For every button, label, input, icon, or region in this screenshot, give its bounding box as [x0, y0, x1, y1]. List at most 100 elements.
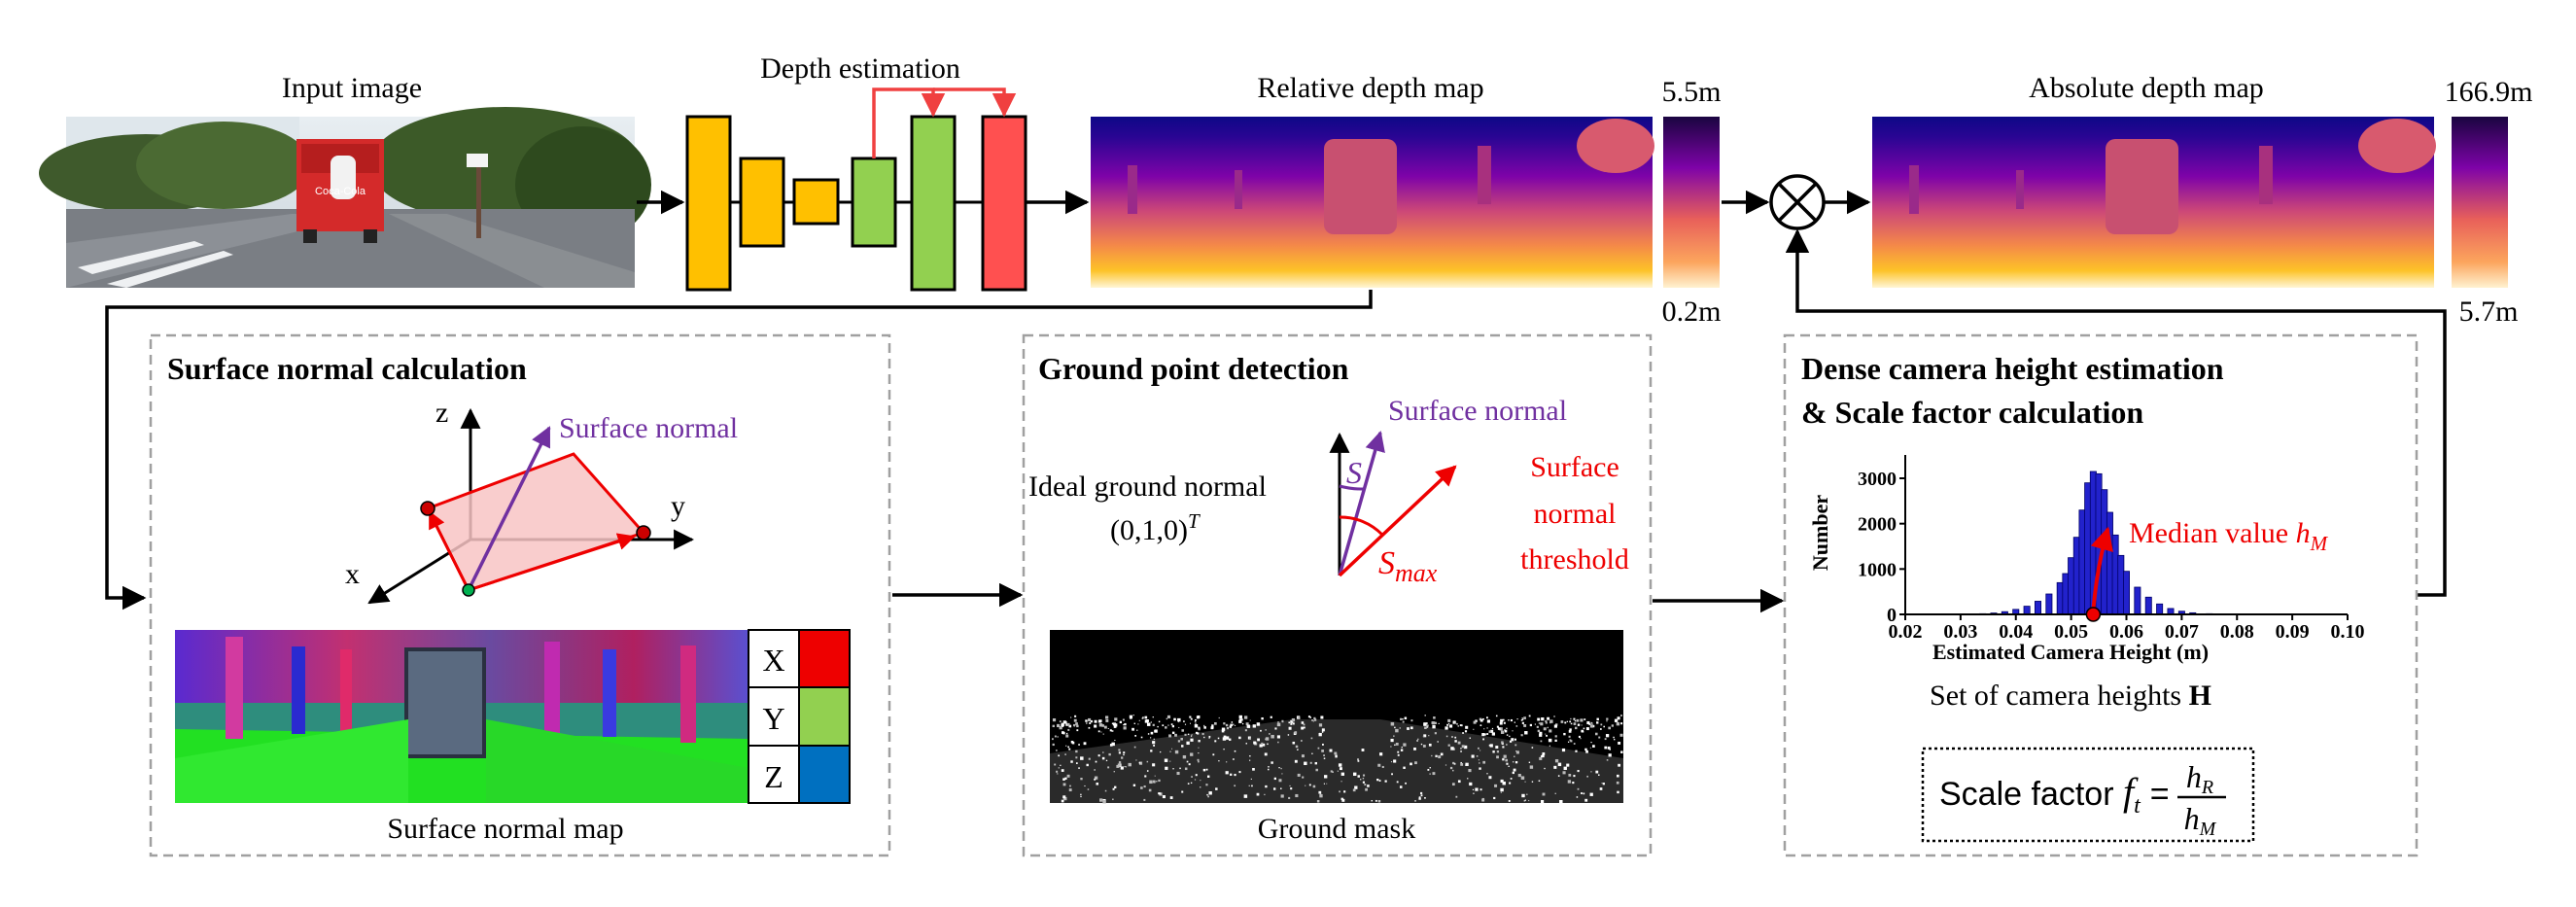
axis-z-label: z	[435, 397, 448, 429]
camera-height-title-line2: & Scale factor calculation	[1801, 395, 2143, 430]
hist-x-tick-label: 0.08	[2220, 621, 2254, 643]
median-marker	[2085, 607, 2102, 622]
legend-y-swatch	[800, 688, 849, 745]
scale-factor-box	[1921, 747, 2255, 843]
axis-x-label: x	[345, 558, 360, 590]
camera-heights-set-label: Set of camera heights H	[1930, 680, 2211, 712]
hist-x-tick-label: 0.05	[2054, 621, 2088, 643]
scale-factor-denominator: hM	[2184, 801, 2217, 840]
hist-y-tick-label: 3000	[1858, 469, 1897, 490]
hist-bar	[2122, 571, 2130, 615]
absolute-depth-colorbar	[2452, 117, 2508, 288]
skip-connection-2	[933, 87, 1017, 118]
decoder-block-1	[851, 157, 897, 248]
hist-y-tick-label: 2000	[1858, 514, 1897, 536]
hist-bar	[2106, 511, 2113, 615]
hist-bar	[2034, 601, 2041, 615]
hist-bar	[2144, 596, 2152, 615]
decoder-block-2	[910, 115, 957, 292]
encoder-block-1	[685, 115, 732, 292]
median-arrow	[2090, 526, 2113, 611]
depth-estimation-label: Depth estimation	[760, 52, 960, 85]
absolute-depth-min: 5.7m	[2459, 296, 2519, 328]
scale-factor-label: Scale factor ft=	[1939, 770, 2170, 819]
ground-point-panel	[1022, 333, 1653, 857]
threshold-line2: normal	[1534, 498, 1617, 530]
median-label: Median value hM	[2129, 517, 2329, 555]
input-image: Coca-Cola	[39, 107, 651, 288]
smax-angle-label: Smax	[1378, 545, 1438, 587]
legend-z-swatch	[800, 747, 849, 802]
hist-bar	[2056, 581, 2064, 615]
ideal-normal-vector: (0,1,0)T	[1110, 509, 1201, 546]
threshold-line1: Surface	[1530, 451, 1619, 483]
truck-sign: Coca-Cola	[315, 186, 366, 197]
hist-xlabel: Estimated Camera Height (m)	[1932, 640, 2209, 664]
hist-x-tick-label: 0.06	[2109, 621, 2143, 643]
scale-factor-numerator: hR	[2186, 759, 2213, 798]
surface-normal-label: Surface normal	[559, 412, 738, 444]
relative-depth-max: 5.5m	[1662, 76, 1722, 108]
hist-bar	[2072, 537, 2080, 615]
surface-normal-panel	[149, 333, 891, 857]
encoder-block-3	[792, 178, 840, 226]
legend-y-label: Y	[762, 701, 784, 736]
hist-bar	[2084, 482, 2092, 615]
surface-normal-map-label: Surface normal map	[387, 813, 623, 845]
angle-illustration	[1329, 430, 1457, 577]
multiply-operator	[1769, 174, 1826, 230]
normal-legend: X Y Z	[748, 629, 851, 804]
hist-bar	[2078, 509, 2086, 615]
arrow-relative-to-normal-panel	[105, 290, 1373, 610]
encoder-block-2	[739, 157, 785, 248]
ground-mask-label: Ground mask	[1258, 813, 1415, 845]
hist-bar	[2156, 603, 2164, 615]
hist-bar	[2068, 557, 2075, 615]
hist-x-tick-label: 0.10	[2331, 621, 2365, 643]
relative-depth-colorbar	[1663, 117, 1720, 288]
surface-normal-vector	[467, 426, 551, 591]
hist-bar	[2062, 573, 2070, 615]
absolute-depth-max: 166.9m	[2445, 76, 2533, 108]
relative-depth-min: 0.2m	[1662, 296, 1722, 328]
axis-y-label: y	[671, 490, 685, 522]
absolute-depth-map	[1872, 117, 2436, 288]
hist-bar	[2111, 534, 2119, 615]
ground-normal-label: Surface normal	[1388, 395, 1567, 427]
ideal-normal-label: Ideal ground normal	[1028, 471, 1267, 503]
legend-z-label: Z	[764, 759, 783, 794]
s-angle-label: S	[1346, 455, 1362, 490]
hist-x-tick-label: 0.09	[2276, 621, 2310, 643]
hist-x-tick-label: 0.07	[2165, 621, 2199, 643]
ground-mask-image	[1050, 630, 1623, 804]
histogram-chart: 0.02 0.03 0.04 0.05 0.06 0.07 0.08 0.09 0.10 0 100…	[1808, 455, 2365, 664]
surface-normal-map	[175, 630, 748, 803]
surface-normal-title: Surface normal calculation	[167, 351, 527, 386]
depth-network	[685, 87, 1027, 292]
hist-x-tick-label: 0.04	[1999, 621, 2033, 643]
legend-x-swatch	[800, 631, 849, 686]
axes-illustration	[367, 407, 695, 605]
ground-point-title: Ground point detection	[1038, 351, 1349, 386]
camera-height-title-line1: Dense camera height estimation	[1801, 351, 2224, 386]
hist-bar	[2117, 554, 2125, 615]
hist-ylabel: Number	[1808, 495, 1832, 571]
camera-height-panel	[1783, 333, 2419, 857]
absolute-depth-label: Absolute depth map	[2029, 72, 2264, 104]
relative-depth-map	[1091, 117, 1654, 288]
threshold-line3: threshold	[1520, 543, 1629, 576]
hist-bar	[2023, 606, 2031, 615]
relative-depth-label: Relative depth map	[1257, 72, 1483, 104]
arrow-scale-to-multiply	[1785, 228, 2447, 597]
decoder-block-3	[981, 115, 1027, 292]
hist-bar	[2045, 593, 2053, 615]
hist-y-tick-label: 0	[1887, 605, 1897, 626]
hist-x-tick-label: 0.02	[1889, 621, 1923, 643]
skip-connection-1	[872, 87, 946, 158]
hist-bar	[2134, 586, 2141, 615]
legend-x-label: X	[762, 643, 784, 678]
input-image-label: Input image	[282, 72, 422, 104]
hist-x-tick-label: 0.03	[1943, 621, 1977, 643]
hist-y-tick-label: 1000	[1858, 559, 1897, 580]
